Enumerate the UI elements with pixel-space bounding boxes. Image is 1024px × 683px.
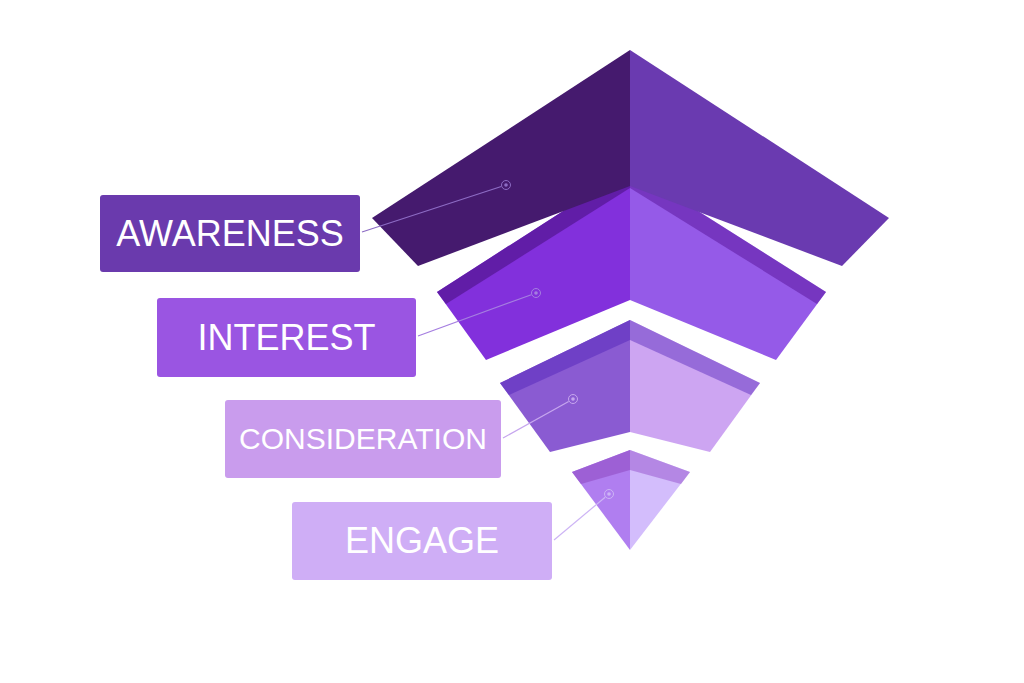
funnel-layer	[500, 320, 760, 452]
stage-label-box: AWARENESS	[100, 195, 360, 272]
stage-label-box: ENGAGE	[292, 502, 552, 580]
leader-dot	[532, 289, 541, 298]
leader-dot-center	[571, 397, 575, 401]
layer-ledge	[630, 450, 690, 484]
layer-left-face	[372, 50, 630, 266]
stage-label-box: INTEREST	[157, 298, 416, 377]
leader-dot	[502, 181, 511, 190]
layer-right-face	[630, 450, 690, 550]
layer-ledge	[572, 450, 630, 484]
stage-label-box: CONSIDERATION	[225, 400, 501, 478]
leader-dot	[605, 490, 614, 499]
stage-label: ENGAGE	[345, 520, 499, 562]
stage-label: CONSIDERATION	[239, 422, 487, 456]
stage-label: INTEREST	[197, 317, 375, 359]
layer-right-face	[630, 50, 889, 266]
leader-line	[362, 187, 501, 232]
leader-dot	[569, 395, 578, 404]
leader-line	[554, 497, 605, 540]
leader-dot-center	[504, 183, 508, 187]
leader-dot-center	[534, 291, 538, 295]
leader-line	[503, 401, 569, 438]
leader-line	[418, 295, 531, 336]
funnel-layer	[572, 450, 690, 550]
stage-label: AWARENESS	[116, 213, 343, 255]
funnel-layer	[372, 50, 889, 266]
leader-dot-center	[607, 492, 611, 496]
